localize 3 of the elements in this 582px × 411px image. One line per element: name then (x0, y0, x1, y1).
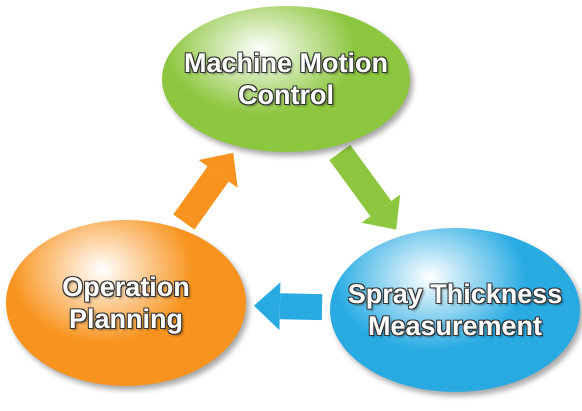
block-arrow (329, 144, 400, 230)
block-arrow (173, 152, 238, 230)
block-arrow (254, 282, 322, 330)
